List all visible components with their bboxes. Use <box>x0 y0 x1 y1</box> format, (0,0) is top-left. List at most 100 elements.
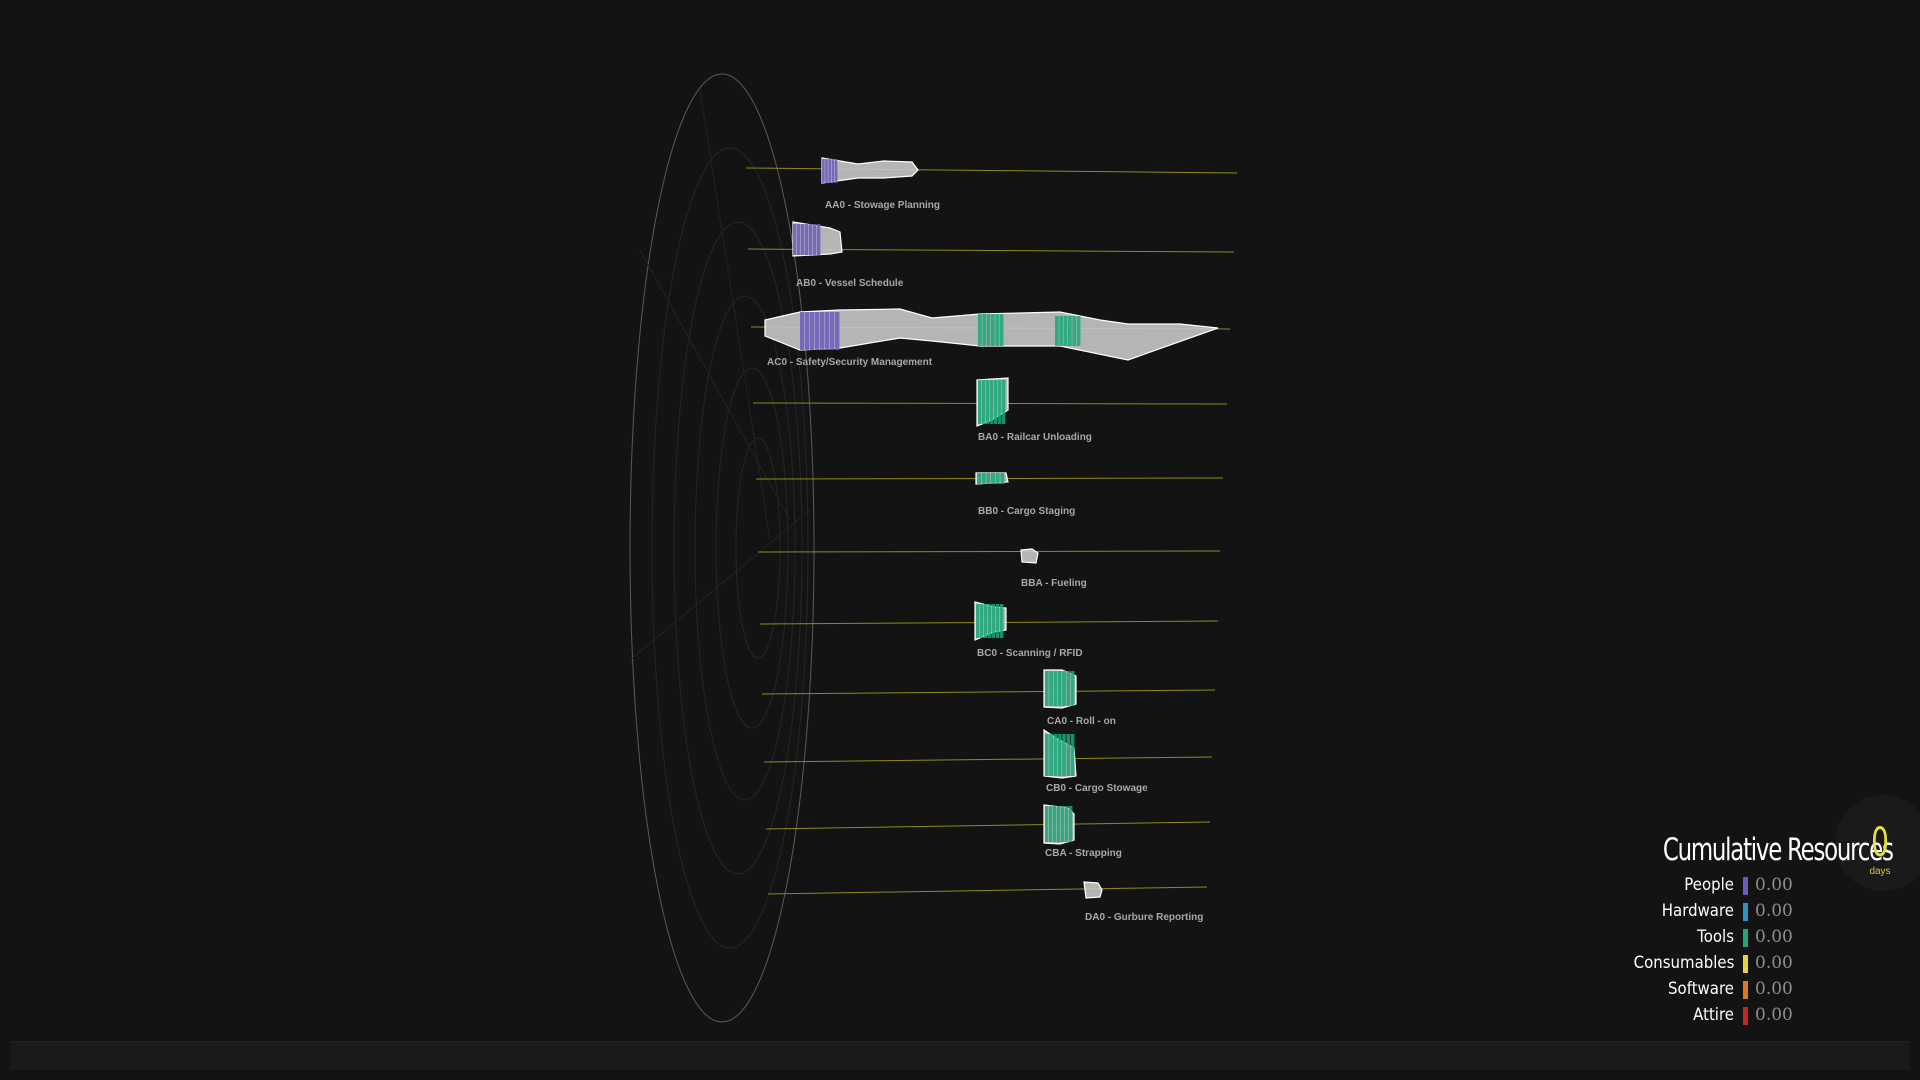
resource-band <box>801 224 805 255</box>
resource-color-swatch <box>1743 1007 1748 1025</box>
resource-value: 0.00 <box>1755 1005 1793 1025</box>
resource-name: Software <box>1668 979 1734 999</box>
resource-band <box>999 314 1004 346</box>
resource-band <box>1063 316 1068 346</box>
disc-spoke <box>639 249 791 521</box>
resource-band <box>809 224 813 255</box>
task-shape-aa0 <box>821 157 919 184</box>
disc-inner-ring <box>651 147 809 949</box>
resource-band <box>986 314 991 346</box>
task-label: CB0 - Cargo Stowage <box>1046 783 1148 794</box>
resource-row-software: Software 0.00 <box>1620 979 1920 1003</box>
resource-band <box>995 473 1000 484</box>
resource-band <box>1045 806 1049 842</box>
task-label: BBA - Fueling <box>1021 578 1087 589</box>
task-shape <box>1020 548 1039 564</box>
resource-band <box>1053 806 1057 842</box>
resource-band <box>1061 806 1065 842</box>
resource-band <box>995 314 1000 346</box>
task-label: BB0 - Cargo Staging <box>978 506 1075 517</box>
resource-band <box>1070 671 1075 706</box>
resource-band <box>986 380 990 424</box>
resources-title: Cumulative Resources <box>1662 832 1894 868</box>
resource-row-attire: Attire 0.00 <box>1620 1005 1920 1029</box>
resource-band <box>1069 806 1073 842</box>
resource-band <box>825 312 830 350</box>
task-label: AB0 - Vessel Schedule <box>796 278 904 289</box>
resource-band <box>980 604 984 638</box>
resource-value: 0.00 <box>1755 901 1793 921</box>
timeline-lines <box>745 167 1238 895</box>
resource-band <box>1053 671 1058 706</box>
resource-band <box>797 224 801 255</box>
task-shape-da0 <box>1083 881 1103 899</box>
task-shape-bba <box>1020 548 1039 564</box>
resource-color-swatch <box>1743 955 1748 973</box>
resource-color-swatch <box>1743 929 1748 947</box>
resource-row-tools: Tools 0.00 <box>1620 927 1920 951</box>
days-counter-circle <box>1835 795 1920 891</box>
resource-band <box>992 604 996 638</box>
resource-band <box>977 473 982 484</box>
resource-band <box>978 314 982 346</box>
resource-band <box>984 604 988 638</box>
resource-band <box>1057 806 1061 842</box>
disc-outer-ring <box>629 73 815 1023</box>
task-label: AA0 - Stowage Planning <box>825 200 940 211</box>
task-label: BA0 - Railcar Unloading <box>978 432 1092 443</box>
task-shapes <box>764 157 1219 899</box>
resource-band <box>1062 734 1066 776</box>
resource-band <box>830 312 835 350</box>
resource-band <box>1055 316 1059 346</box>
resource-name: Hardware <box>1661 901 1734 921</box>
disc-spoke <box>699 89 771 541</box>
resource-band <box>815 312 820 350</box>
resource-band <box>820 312 825 350</box>
resource-band <box>982 380 986 424</box>
resource-band <box>825 159 828 183</box>
resource-value: 0.00 <box>1755 927 1793 947</box>
resource-band <box>1065 806 1069 842</box>
resource-band <box>990 380 994 424</box>
resource-band <box>1057 671 1062 706</box>
resource-band <box>805 312 810 350</box>
resource-band <box>828 159 831 183</box>
timeline-line <box>767 886 1208 895</box>
task-shape-bc0 <box>974 601 1007 641</box>
resource-color-swatch <box>1743 877 1748 895</box>
resource-band <box>1049 734 1053 776</box>
resource-band <box>805 224 809 255</box>
task-shape-cba <box>1043 804 1075 845</box>
resource-band <box>1062 671 1066 706</box>
task-shape-ca0 <box>1043 669 1077 709</box>
resource-band <box>986 473 991 484</box>
task-label: BC0 - Scanning / RFID <box>977 648 1083 659</box>
resource-value: 0.00 <box>1755 875 1793 895</box>
resource-band <box>822 159 825 183</box>
resource-row-hardware: Hardware 0.00 <box>1620 901 1920 925</box>
timeline-scrubber[interactable] <box>10 1041 1910 1070</box>
timeline-line <box>761 689 1216 695</box>
resource-band <box>996 604 1000 638</box>
task-shape-cb0 <box>1043 728 1077 779</box>
disc-inner-ring <box>694 295 796 801</box>
task-label: DA0 - Gurbure Reporting <box>1085 912 1203 923</box>
resource-band <box>988 604 992 638</box>
resource-band <box>793 224 797 255</box>
resource-row-consumables: Consumables 0.00 <box>1620 953 1920 977</box>
resource-band <box>1002 380 1006 424</box>
cumulative-resources-panel: Cumulative Resources 0 days People 0.00 … <box>1620 795 1920 1040</box>
resource-row-people: People 0.00 <box>1620 875 1920 899</box>
timeline-line <box>757 550 1221 553</box>
resource-color-swatch <box>1743 903 1748 921</box>
resource-band <box>1045 671 1049 706</box>
task-label: AC0 - Safety/Security Management <box>767 357 933 368</box>
resource-band <box>1000 604 1004 638</box>
resource-band <box>998 380 1002 424</box>
resource-value: 0.00 <box>1755 979 1793 999</box>
resource-band <box>981 473 986 484</box>
resource-band <box>1059 316 1064 346</box>
